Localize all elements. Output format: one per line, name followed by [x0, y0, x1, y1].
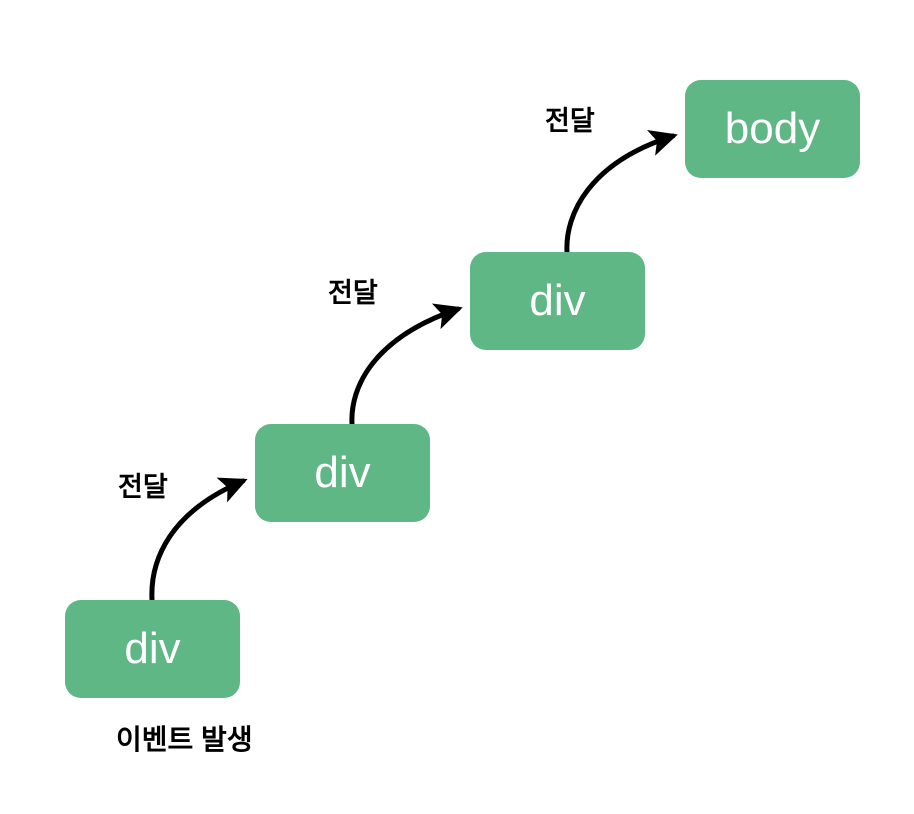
edge-arrow-0 [149, 477, 248, 603]
node-div-0-label: div [124, 624, 181, 673]
caption-event-origin: 이벤트 발생 [116, 724, 253, 755]
edge-arrow-2 [564, 130, 678, 255]
edge-label-div2-to-body: 전달 [545, 106, 595, 136]
node-div-1-label: div [314, 448, 371, 497]
edge-label-div0-to-div1: 전달 [118, 472, 168, 502]
node-body-label: body [724, 104, 821, 153]
node-div-1[interactable]: div [255, 424, 430, 522]
node-div-0[interactable]: div [65, 600, 240, 698]
edge-arrow-1 [349, 303, 463, 427]
node-div-2-label: div [529, 276, 586, 325]
node-body[interactable]: body [685, 80, 860, 178]
node-div-2[interactable]: div [470, 252, 645, 350]
edge-label-div1-to-div2: 전달 [328, 278, 378, 308]
